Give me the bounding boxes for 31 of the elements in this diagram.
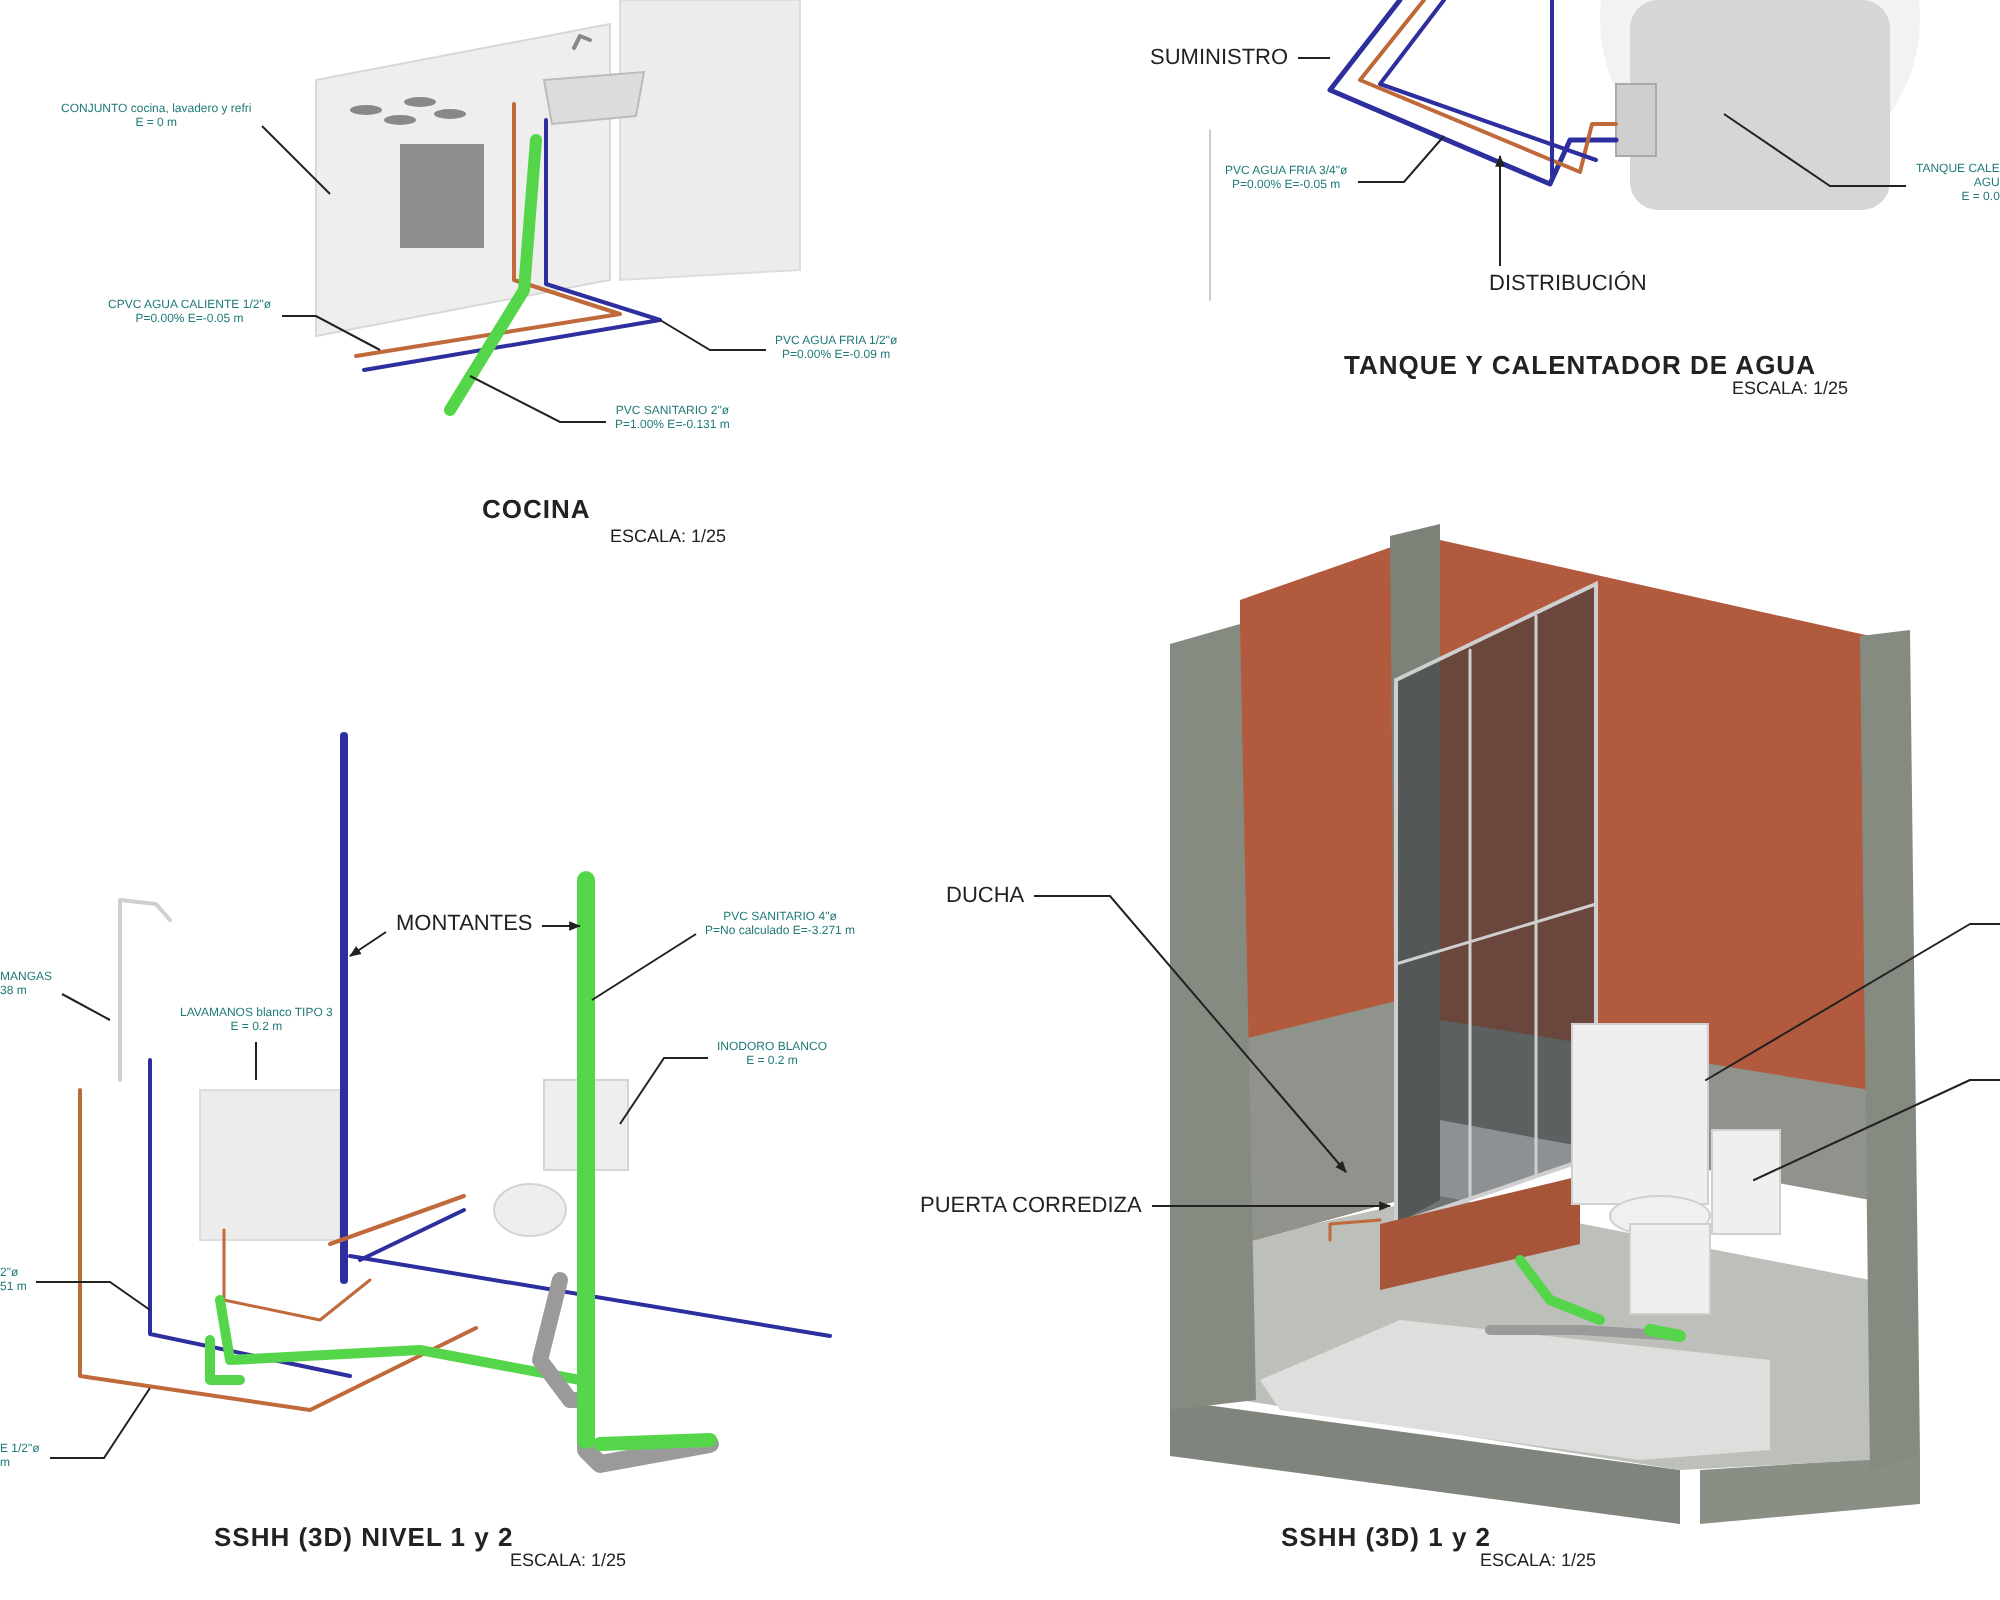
leader-line: [49, 1387, 151, 1459]
arrow: [1495, 154, 1505, 267]
view-title: SSHH (3D) NIVEL 1 y 2: [214, 1522, 514, 1552]
callout-label: DUCHA: [946, 884, 1025, 910]
leader-line: [61, 993, 111, 1021]
leader-line: [1297, 57, 1331, 59]
leader-line: [261, 125, 331, 195]
arrow: [541, 921, 582, 931]
callout-label: SUMINISTRO: [1150, 46, 1289, 72]
callout-label: MONTANTES: [396, 912, 533, 938]
leader-line: [619, 1057, 709, 1125]
callout-label: PUERTA CORREDIZA: [920, 1194, 1142, 1220]
view-title: TANQUE Y CALENTADOR DE AGUA: [1344, 350, 1816, 380]
arrow: [1033, 895, 1347, 1173]
leader-line: [1357, 135, 1445, 183]
leader-line: [469, 375, 607, 423]
arrow: [1151, 1201, 1392, 1211]
callout-label: DISTRIBUCIÓN: [1489, 272, 1647, 298]
view-title: SSHH (3D) 1 y 2: [1281, 1522, 1492, 1552]
scale-note: ESCALA: 1/25: [510, 1550, 627, 1570]
scale-note: ESCALA: 1/25: [1480, 1550, 1597, 1570]
scale-note: ESCALA: 1/25: [1732, 378, 1849, 398]
view-title: COCINA: [482, 494, 591, 524]
leader-line: [281, 315, 381, 351]
leader-line: [1723, 113, 1907, 187]
arrow: [349, 931, 387, 957]
leader-line: [659, 319, 767, 351]
leader-line: [255, 1041, 257, 1081]
scale-note: ESCALA: 1/25: [610, 526, 727, 546]
leader-line: [35, 1281, 151, 1311]
leader-line: [591, 933, 697, 1001]
